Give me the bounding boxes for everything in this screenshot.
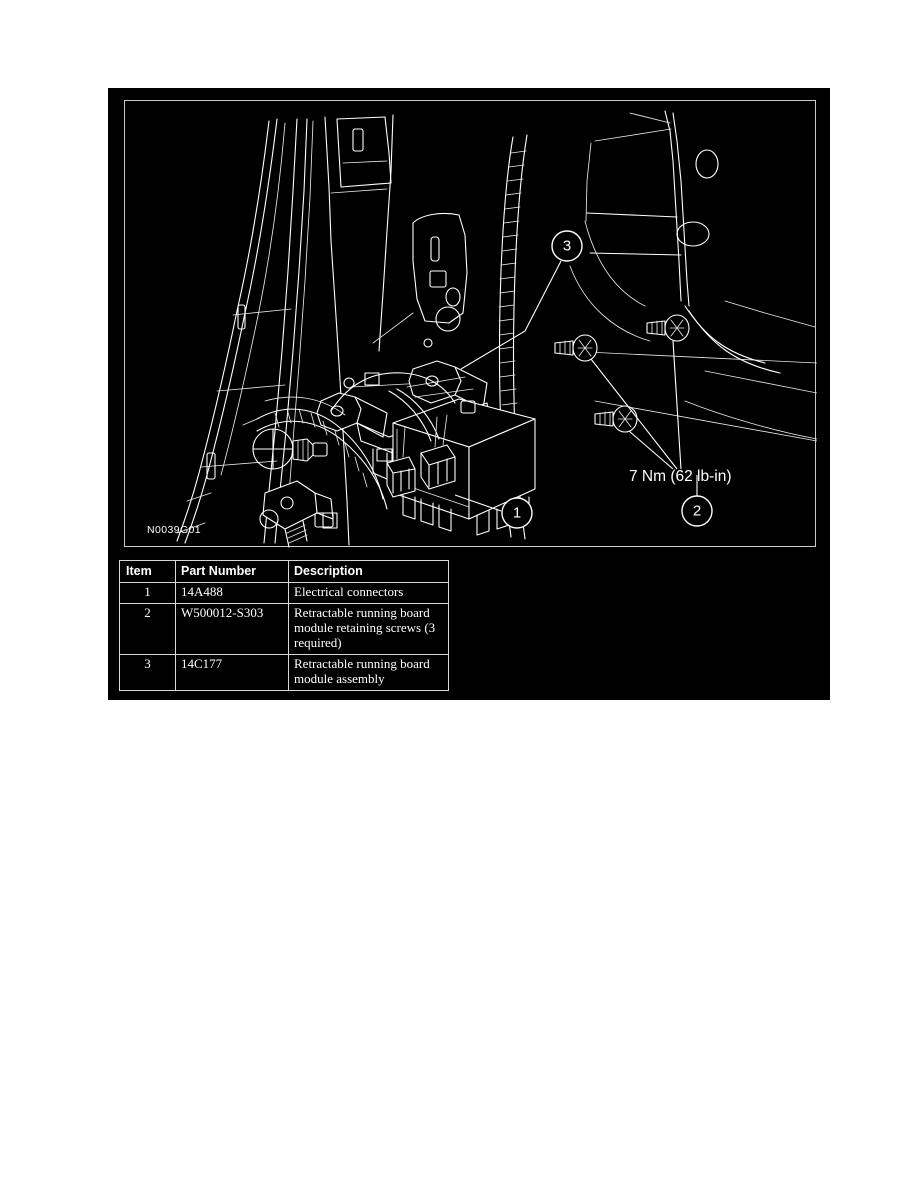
table-row: 2 W500012-S303 Retractable running board… (119, 602, 449, 655)
retaining-screw-1 (646, 314, 690, 342)
cell-part-number: W500012-S303 (175, 602, 289, 655)
column-header-description: Description (288, 560, 449, 583)
table-row: 3 14C177 Retractable running board modul… (119, 653, 449, 691)
parts-table-body: 1 14A488 Electrical connectors 2 W500012… (119, 582, 449, 691)
cell-description: Electrical connectors (288, 582, 449, 604)
pillar-structure (176, 118, 314, 544)
callout-1: 1 (501, 497, 533, 529)
torque-specification: 7 Nm (62 lb-in) (629, 468, 732, 485)
cell-item: 1 (119, 582, 176, 604)
callout-2-label: 2 (693, 503, 701, 520)
figure-id-label: N0039G01 (147, 524, 201, 536)
cell-part-number: 14C177 (175, 653, 289, 691)
column-header-part-number: Part Number (175, 560, 289, 583)
table-row: 1 14A488 Electrical connectors (119, 582, 449, 604)
wiring-harness (242, 372, 474, 510)
ground-stud (252, 428, 328, 470)
technical-illustration: 7 Nm (62 lb-in) 1 2 3 N0039G01 (147, 110, 817, 548)
retaining-screw-2 (554, 334, 598, 362)
retaining-screw-3 (594, 405, 638, 433)
callout-2: 2 (681, 495, 713, 527)
callout-3: 3 (551, 230, 583, 262)
parts-table-container: Item Part Number Description 1 14A488 El… (119, 560, 449, 691)
body-panel-contours (564, 110, 817, 442)
leader-lines (454, 260, 698, 512)
column-header-item: Item (119, 560, 176, 583)
latch-component (259, 480, 334, 548)
cell-item: 3 (119, 653, 176, 691)
cell-item: 2 (119, 602, 176, 655)
cell-part-number: 14A488 (175, 582, 289, 604)
parts-table-header: Item Part Number Description (119, 560, 449, 583)
electrical-connectors (386, 414, 456, 498)
table-header-row: Item Part Number Description (119, 560, 449, 583)
illustration-frame: 7 Nm (62 lb-in) 1 2 3 N0039G01 (124, 100, 817, 548)
inner-body-panel (322, 114, 468, 546)
cell-description: Retractable running board module assembl… (288, 653, 449, 691)
retaining-screws (554, 314, 690, 433)
parts-table: Item Part Number Description 1 14A488 El… (119, 560, 449, 691)
callout-1-label: 1 (513, 505, 521, 522)
callout-3-label: 3 (563, 238, 571, 255)
cell-description: Retractable running board module retaini… (288, 602, 449, 655)
